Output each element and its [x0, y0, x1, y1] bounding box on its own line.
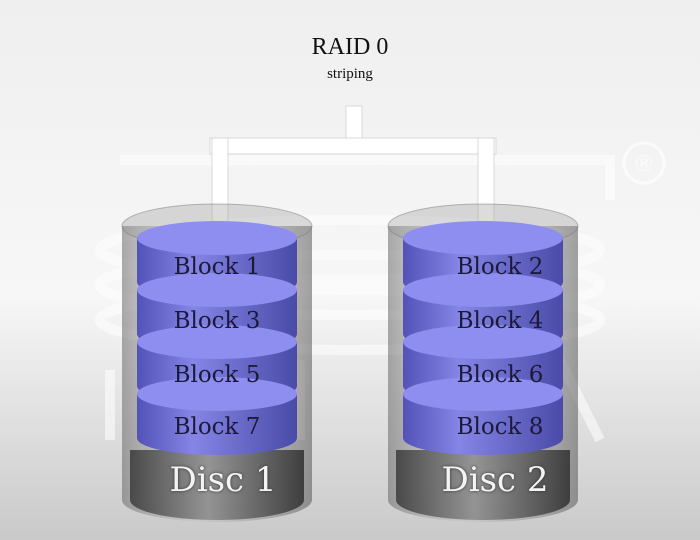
disc-1	[121, 203, 313, 522]
block-top	[403, 377, 563, 411]
block-top	[137, 273, 297, 307]
block-stack	[403, 221, 563, 455]
block-top	[137, 325, 297, 359]
block-label: Block 5	[173, 362, 261, 388]
block-top	[137, 221, 297, 255]
block-label: Block 4	[456, 308, 544, 334]
block-top	[403, 273, 563, 307]
registered-mark-icon: ®	[622, 141, 666, 185]
block-label: Block 6	[456, 362, 544, 388]
block-top	[137, 377, 297, 411]
block-top	[403, 221, 563, 255]
block-segment	[137, 394, 297, 455]
block-label: Block 3	[173, 308, 261, 334]
block-label: Block 8	[456, 414, 544, 440]
diagram-title: RAID 0	[311, 34, 389, 60]
svg-text:®: ®	[633, 152, 655, 177]
block-label: Block 1	[173, 254, 261, 280]
disc-label: Disc 2	[441, 460, 549, 500]
diagram-subtitle: striping	[327, 66, 373, 82]
block-segment	[403, 394, 563, 455]
block-stack	[137, 221, 297, 455]
block-top	[403, 325, 563, 359]
block-label: Block 2	[456, 254, 544, 280]
block-label: Block 7	[173, 414, 261, 440]
disc-label: Disc 1	[169, 460, 277, 500]
stripe-connector	[209, 105, 497, 231]
disc-2	[387, 203, 579, 522]
